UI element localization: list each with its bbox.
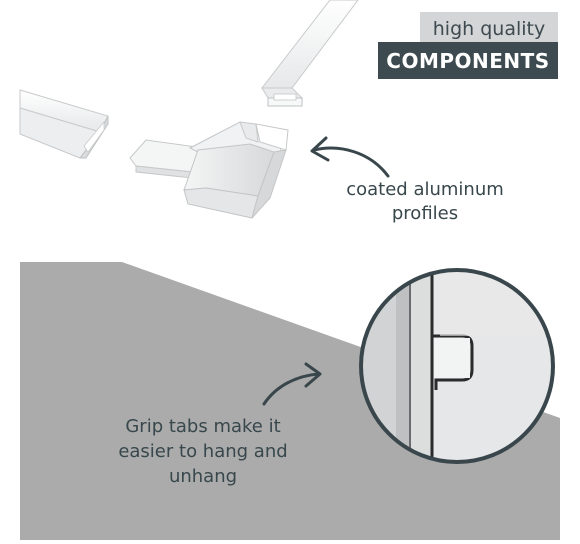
- aluminum-profile-top-right: [260, 0, 359, 107]
- badge-components: COMPONENTS: [378, 42, 558, 79]
- aluminum-profile-left: [19, 89, 109, 159]
- arrow-to-profiles: [310, 136, 390, 178]
- caption-coated-aluminum-profiles: coated aluminum profiles: [346, 179, 504, 224]
- badge-high-quality: high quality: [420, 12, 558, 46]
- caption-grip-tabs: Grip tabs make it easier to hang and unh…: [118, 416, 288, 487]
- arrow-to-grip-tab: [262, 362, 322, 406]
- grip-tab-magnifier: [359, 268, 555, 464]
- gray-background-panel: [20, 262, 560, 540]
- corner-connector-piece: [129, 121, 289, 219]
